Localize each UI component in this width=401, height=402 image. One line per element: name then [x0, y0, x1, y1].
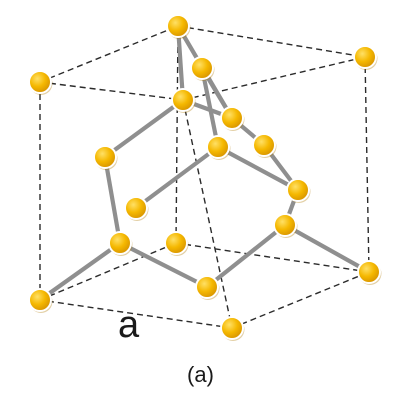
atomic-bond	[199, 65, 221, 150]
atom-face-center	[93, 145, 118, 170]
atomic-bond	[37, 240, 123, 303]
atomic-bond	[282, 222, 372, 275]
atomic-bond	[175, 23, 186, 103]
atomic-bond	[102, 97, 186, 160]
atom-interior	[206, 135, 231, 160]
atom-corner	[166, 14, 191, 39]
atomic-bond	[133, 144, 221, 211]
atom-corner	[220, 316, 245, 341]
atomic-bond	[117, 240, 210, 290]
cube-edge	[175, 25, 179, 244]
atom-corner	[353, 45, 378, 70]
atom-interior	[108, 231, 133, 256]
atomic-bond	[102, 154, 123, 246]
cube-edge	[364, 56, 370, 273]
atom-face-center	[252, 133, 277, 158]
atom-corner	[171, 88, 196, 113]
cube-edge	[182, 56, 366, 101]
atom-face-center	[195, 275, 220, 300]
cube-edge	[177, 25, 366, 58]
atom-corner	[357, 260, 382, 285]
figure-caption: (a)	[187, 362, 214, 387]
atom-corner	[164, 231, 189, 256]
cube-edge	[39, 81, 184, 101]
atom-face-center	[286, 178, 311, 203]
atoms	[28, 14, 382, 341]
atom-interior	[220, 106, 245, 131]
atomic-bond	[215, 144, 301, 193]
cube-edge	[231, 271, 370, 329]
cube-edge	[39, 299, 233, 329]
atom-face-center	[124, 196, 149, 221]
atom-interior	[273, 213, 298, 238]
atom-corner	[28, 70, 53, 95]
cube-edge	[175, 242, 370, 273]
atom-face-center	[190, 56, 215, 81]
cube-edges	[39, 25, 370, 329]
cube-edge	[182, 99, 233, 329]
atom-corner	[28, 288, 53, 313]
atomic-bond	[204, 222, 288, 290]
cube-edge	[39, 25, 179, 83]
lattice-constant-label: a	[118, 304, 140, 346]
cube-edge	[39, 242, 177, 301]
